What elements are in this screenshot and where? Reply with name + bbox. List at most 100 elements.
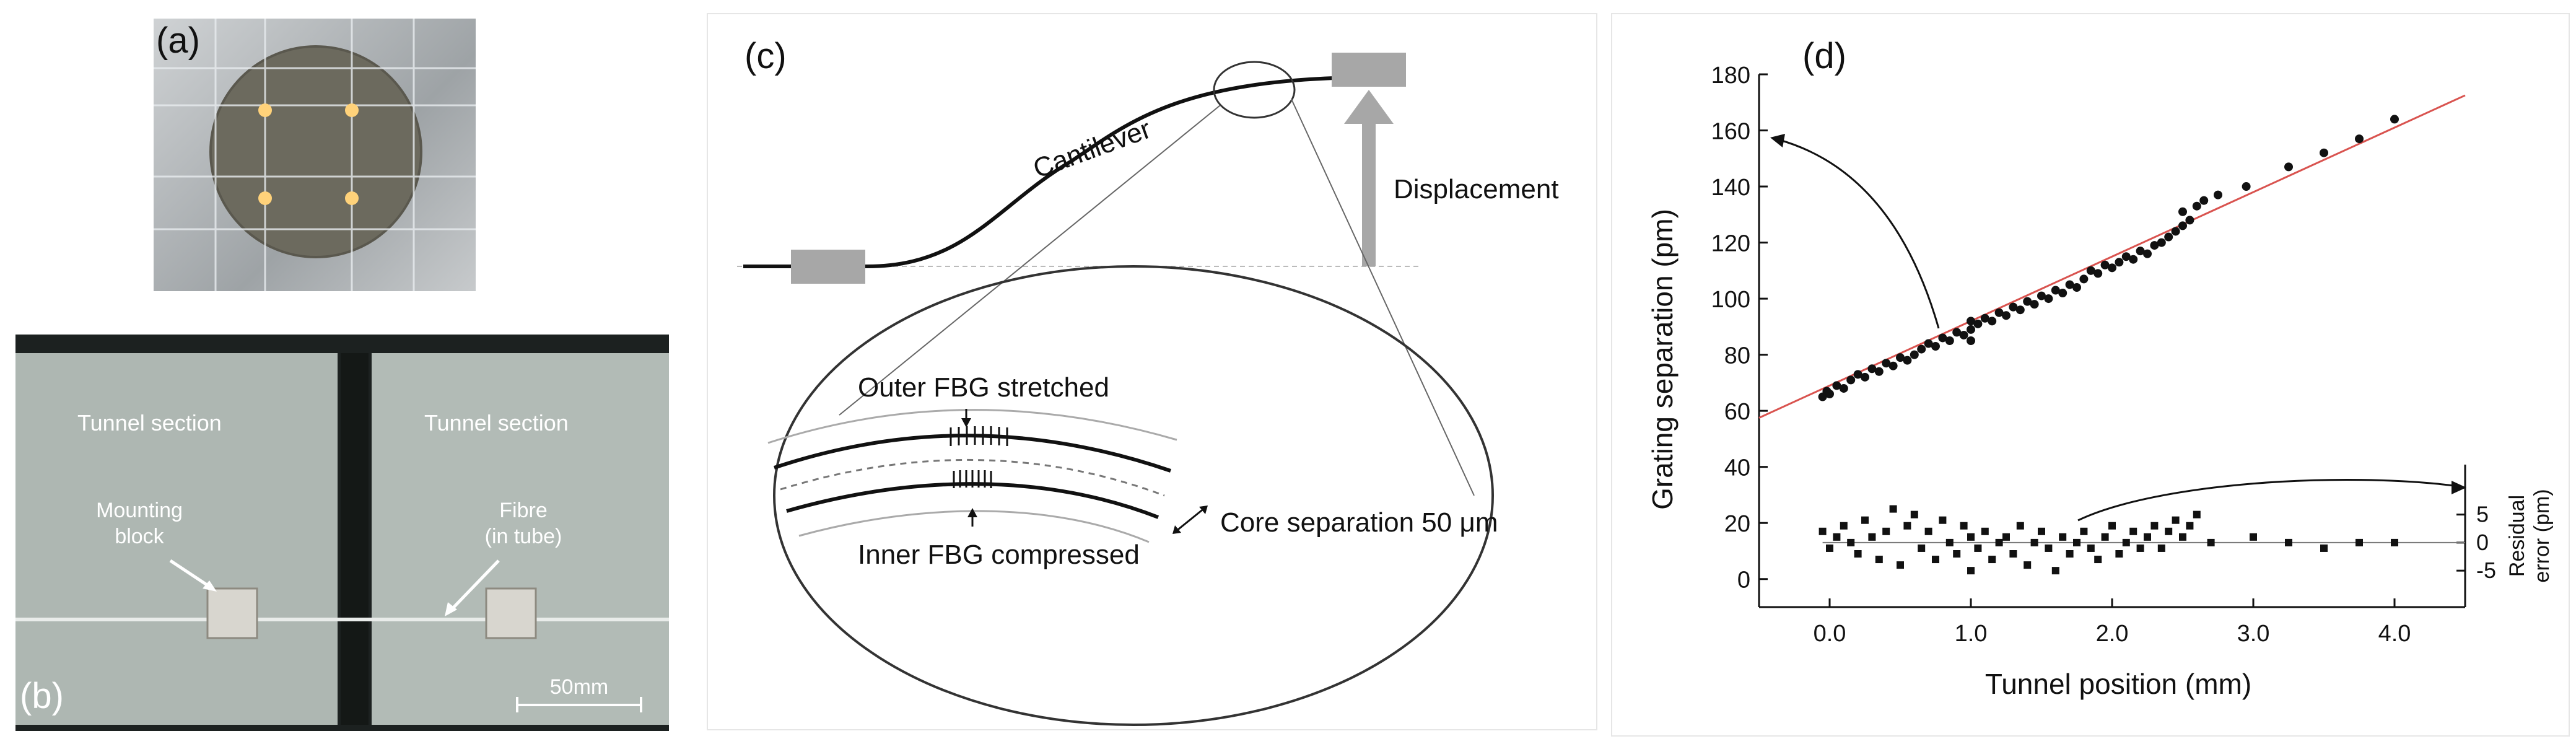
residual-point (2009, 550, 2017, 558)
residual-point (1903, 522, 1911, 530)
residual-point (1967, 533, 1975, 541)
zoom-ellipse (773, 265, 1494, 726)
y-axis-label: Grating separation (pm) (1646, 209, 1679, 510)
mounting-arrowhead (203, 580, 217, 592)
core-separation-arrowhead (1199, 505, 1208, 514)
displacement-label: Displacement (1394, 174, 1559, 204)
residual-point (2150, 522, 2159, 530)
x-tick-label: 2.0 (2096, 621, 2129, 647)
outer-fbg-label: Outer FBG stretched (858, 372, 1109, 403)
residual-point (2024, 561, 2032, 569)
cantilever-diagram: (c) Displacement Cantilever Outer FBG st… (707, 13, 1597, 730)
data-point (2284, 162, 2293, 172)
tunnel-section-label-left: Tunnel section (77, 410, 222, 435)
residual-point (2108, 522, 2116, 530)
residual-point (2193, 510, 2201, 519)
data-point (2086, 266, 2095, 275)
data-point (2094, 269, 2103, 278)
data-point (2108, 263, 2116, 273)
residual-point (2250, 533, 2257, 541)
residual-point (2144, 533, 2151, 541)
residual-point (1988, 556, 1996, 564)
y-tick-label: 180 (1711, 63, 1750, 89)
residual-point (2136, 544, 2144, 552)
residual-point (2391, 538, 2398, 546)
residual-point (2115, 550, 2123, 558)
outer-fbg-pointer-head (961, 418, 971, 427)
residual-point (1918, 544, 1926, 552)
residual-point (1854, 550, 1862, 558)
data-point (1924, 339, 1933, 348)
data-point (1994, 308, 2004, 317)
residual-pointer-arrow (2077, 478, 2460, 522)
fibre-label-2: (in tube) (485, 525, 562, 548)
data-point (2072, 283, 2081, 292)
residual-point (2157, 544, 2165, 552)
tunnel-section-right (372, 353, 669, 725)
data-point (2214, 190, 2222, 199)
residual-point (1840, 522, 1848, 530)
data-point (1967, 325, 1975, 334)
residual-point (2045, 544, 2053, 552)
residual-point (1847, 538, 1855, 546)
mounting-label-1: Mounting (96, 499, 183, 522)
fibre-core (258, 103, 272, 117)
fibre-cladding (209, 45, 422, 258)
mounting-label-2: block (115, 525, 164, 548)
data-point (1938, 333, 1947, 343)
data-point (1888, 361, 1898, 370)
data-point (1853, 370, 1862, 379)
panel-c-frame (707, 13, 1597, 730)
cantilever-beam (743, 76, 1357, 268)
data-point (2015, 305, 2025, 315)
residual-point (1826, 544, 1833, 552)
fibre-end-face-illustration (154, 19, 476, 291)
fibre-core (345, 103, 359, 117)
mounting-block-left (206, 587, 258, 639)
inner-fbg-label: Inner FBG compressed (858, 540, 1140, 570)
data-point (2164, 232, 2173, 242)
data-point (2178, 221, 2187, 230)
zoom-line (1291, 98, 1475, 496)
data-point (2129, 255, 2138, 264)
inner-fbg-grating (953, 470, 992, 488)
fibre-arrow (448, 559, 500, 613)
residual-point (1875, 556, 1883, 564)
tunnel-photo: Tunnel section Tunnel section Mounting b… (15, 335, 669, 731)
residual-point (1910, 510, 1918, 519)
panel-a-label: (a) (156, 20, 200, 61)
data-point (2320, 148, 2328, 157)
scale-label: 50mm (550, 675, 608, 699)
data-point (2199, 196, 2209, 205)
moving-block (1332, 53, 1406, 87)
y-tick-label: 60 (1724, 399, 1750, 425)
data-point (1959, 330, 1968, 339)
x-tick-label: 1.0 (1955, 621, 1988, 647)
residual-point (2122, 538, 2130, 546)
x-tick-label: 3.0 (2237, 621, 2270, 647)
y-tick-label: 160 (1711, 119, 1750, 145)
data-point (2136, 247, 2145, 256)
data-point (1903, 356, 1912, 365)
panel-c-label: (c) (744, 36, 787, 76)
residual-point (1868, 533, 1876, 541)
right-tick-label: -5 (2476, 558, 2496, 583)
residual-point (2066, 550, 2074, 558)
residual-point (2073, 538, 2080, 546)
fibre-end-face-photo (154, 19, 476, 291)
residual-point (2356, 538, 2363, 546)
residual-point (2129, 527, 2137, 535)
tunnel-gap (341, 353, 369, 725)
data-point (2192, 201, 2201, 211)
residual-point (1932, 556, 1939, 564)
core-separation-label: Core separation 50 μm (1220, 507, 1498, 538)
y-tick-label: 20 (1724, 511, 1750, 537)
residual-point (2285, 538, 2292, 546)
data-point (2065, 280, 2074, 289)
right-axis-label-2: error (pm) (2530, 489, 2554, 582)
inner-fbg-pointer-head (967, 508, 977, 517)
data-point (1980, 313, 1989, 323)
data-point (2178, 207, 2187, 216)
axis-pointer-arrowhead (1770, 134, 1785, 147)
